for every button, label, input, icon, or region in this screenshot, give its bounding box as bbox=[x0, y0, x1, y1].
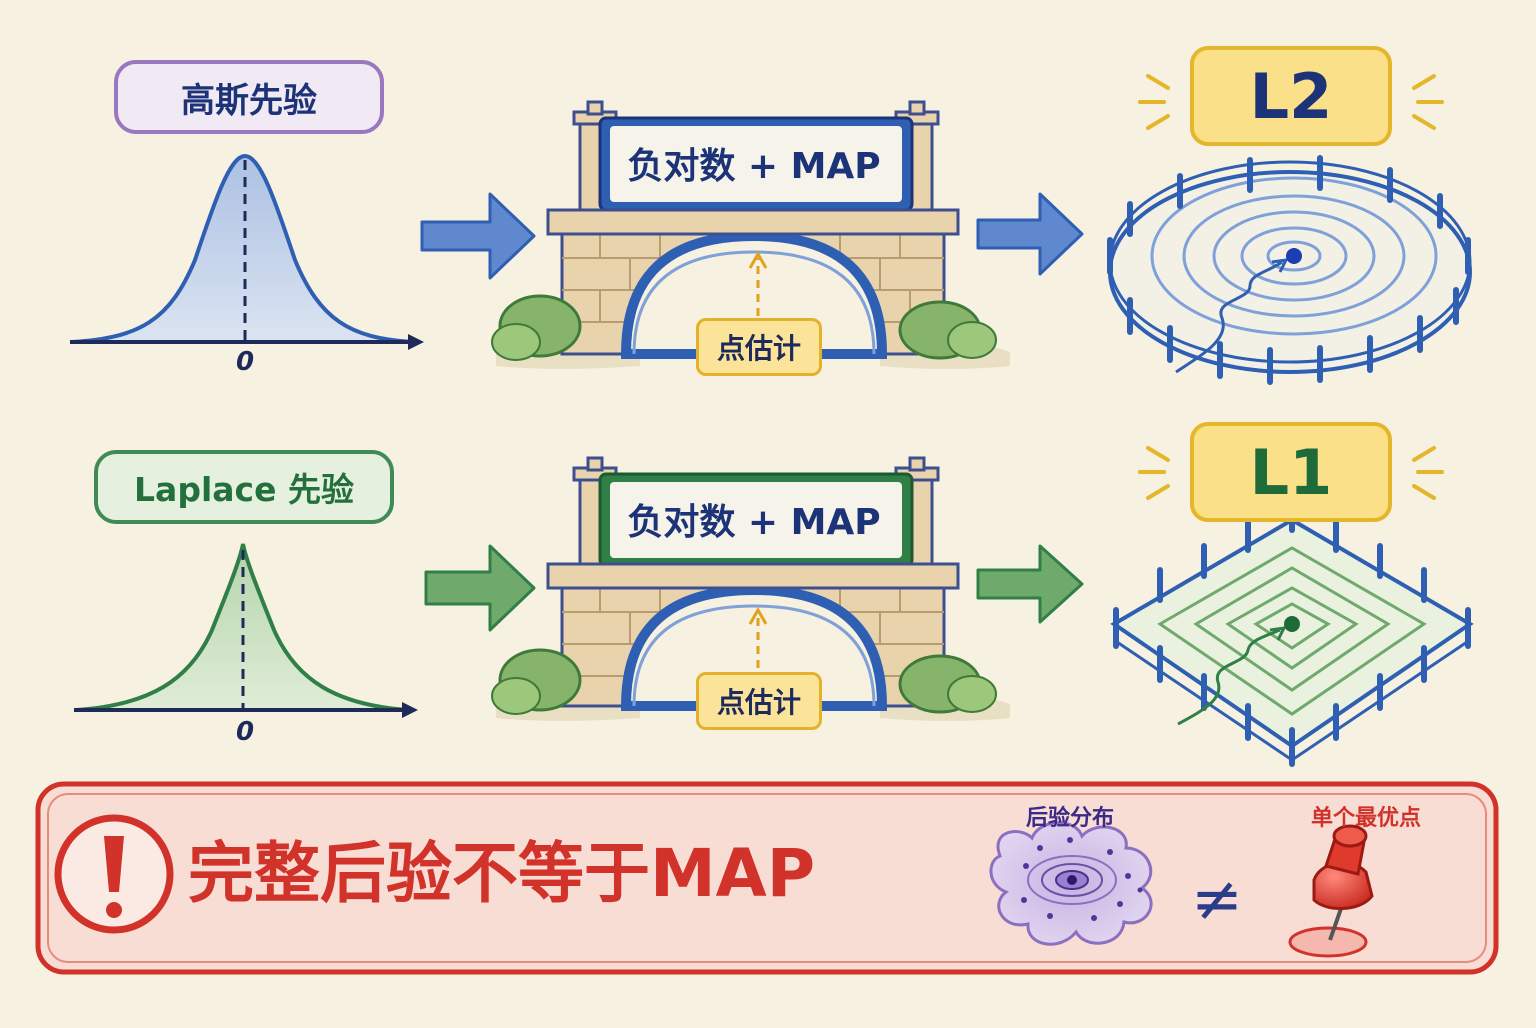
warning-panel bbox=[35, 781, 1499, 975]
arrow-prior-to-bridge-2 bbox=[424, 544, 536, 632]
laplace-prior-label: Laplace 先验 bbox=[94, 450, 394, 524]
laplace-zero-tick: 0 bbox=[235, 717, 255, 747]
arrow-bridge-to-l1 bbox=[976, 544, 1084, 624]
arrow-bridge-to-l2 bbox=[976, 192, 1084, 276]
gaussian-curve bbox=[70, 153, 424, 350]
l1-fence-icon bbox=[1110, 501, 1474, 767]
bridge-banner-1: 负对数 + MAP bbox=[627, 146, 881, 187]
l2-sparkle-icon bbox=[1138, 74, 1444, 130]
point-estimate-tag-2: 点估计 bbox=[696, 672, 822, 730]
not-equal-symbol: ≠ bbox=[1191, 861, 1243, 935]
l1-sparkle-icon bbox=[1138, 446, 1444, 500]
single-optimum-label: 单个最优点 bbox=[1310, 806, 1421, 831]
bridge-banner-2: 负对数 + MAP bbox=[627, 502, 881, 543]
push-pin-icon bbox=[1288, 824, 1374, 958]
warning-title: 完整后验不等于MAP bbox=[188, 835, 816, 912]
l2-label: L2 bbox=[1190, 46, 1392, 146]
posterior-label: 后验分布 bbox=[1025, 806, 1114, 831]
point-estimate-tag-1: 点估计 bbox=[696, 318, 822, 376]
arrow-prior-to-bridge-1 bbox=[420, 192, 536, 280]
gaussian-prior-label: 高斯先验 bbox=[114, 60, 384, 134]
gaussian-zero-tick: 0 bbox=[235, 347, 255, 377]
l1-label: L1 bbox=[1190, 422, 1392, 522]
exclamation-icon bbox=[54, 814, 174, 934]
laplace-curve bbox=[74, 543, 418, 718]
posterior-cloud-icon bbox=[989, 821, 1153, 946]
l2-fence-icon bbox=[1107, 155, 1472, 385]
